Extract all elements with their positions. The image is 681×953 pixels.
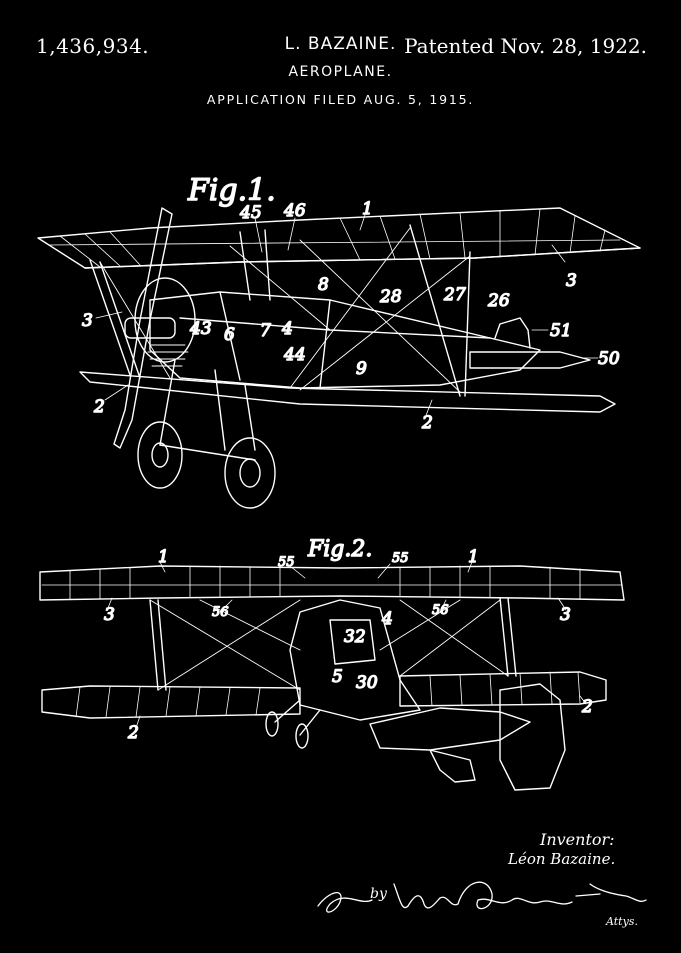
fig1-tailplane: [469, 351, 591, 369]
inventor-signature: Léon Bazaine.: [508, 850, 616, 868]
fig1-ref-6: 6: [224, 325, 235, 345]
fig2-fuselage: [289, 599, 421, 721]
fig2-leader-lines: [107, 561, 587, 729]
fig1-struts: [89, 224, 471, 397]
fig1-ref-3-left: 3: [82, 311, 93, 331]
fig2-lower-wing-left-ribs: [75, 686, 261, 718]
fig1-ref-9: 9: [356, 359, 367, 379]
fig2-rudder: [499, 683, 566, 791]
fig1-ref-44: 44: [283, 345, 306, 365]
fig2-lower-wing-right-ribs: [429, 671, 581, 707]
fig1-landing-gear: [137, 359, 276, 509]
fig1-lower-wing: [79, 371, 616, 413]
fig1-ref-2-left: 2: [93, 397, 105, 417]
fig1-leader-lines: [95, 214, 599, 419]
fig1-upper-wing-trailing: [84, 247, 641, 269]
fig1-ref-4: 4: [281, 319, 293, 339]
fig2-ref-1-right: 1: [468, 547, 479, 567]
fig1-ref-43: 43: [189, 319, 212, 339]
fig2-ref-30: 30: [356, 673, 378, 693]
patent-date: Patented Nov. 28, 1922.: [404, 34, 647, 58]
fig1-spinner: [124, 317, 176, 339]
fig1-ref-1: 1: [362, 199, 373, 219]
fig2-ref-56-left: 56: [212, 605, 229, 620]
fig2-cockpit: [329, 619, 376, 665]
fig2-ref-2-left: 2: [127, 723, 139, 743]
fig1-tail-fin: [494, 317, 531, 349]
fig1-ref-27: 27: [443, 285, 466, 305]
by-label: by: [370, 886, 387, 902]
fig1-ref-51: 51: [550, 321, 572, 341]
fig2-rudder-lower: [429, 749, 476, 783]
fig2-ref-3-left: 3: [104, 605, 115, 625]
fig2-bracing-wires: [149, 599, 509, 691]
fig1-engine-cowl: [134, 277, 196, 363]
fig2-label: Fig.2.: [307, 537, 372, 562]
figure-2-drawing: [39, 561, 625, 791]
fig1-ref-3-right: 3: [566, 271, 577, 291]
fig2-struts: [149, 597, 517, 691]
inventor-label: Inventor:: [540, 830, 615, 849]
fig2-upper-wing: [39, 565, 625, 601]
fig2-ref-32: 32: [344, 627, 366, 647]
fig1-label: Fig.1.: [187, 173, 276, 208]
fig2-ref-55-left: 55: [278, 555, 295, 570]
fig2-landing-gear: [265, 699, 321, 749]
fig1-ref-28: 28: [379, 287, 402, 307]
inventor-name: L. BAZAINE.: [284, 34, 397, 54]
fig1-ref-26: 26: [487, 291, 510, 311]
fig1-ref-50: 50: [598, 349, 620, 369]
fig1-ref-45: 45: [239, 203, 262, 223]
fig2-ref-4: 4: [381, 609, 393, 629]
fig1-ref-8: 8: [318, 275, 329, 295]
fig2-tailplane: [369, 707, 531, 751]
fig2-lower-wing-right: [399, 671, 607, 707]
fig1-upper-wing: [37, 207, 641, 269]
invention-title: AEROPLANE.: [288, 64, 393, 80]
fig1-ref-46: 46: [283, 201, 306, 221]
patent-number: 1,436,934.: [36, 34, 150, 58]
fig1-propeller: [113, 207, 173, 449]
filing-line: APPLICATION FILED AUG. 5, 1915.: [206, 92, 475, 107]
fig2-ref-55-right: 55: [392, 551, 409, 566]
fig2-ref-1-left: 1: [158, 547, 169, 567]
fig2-upper-wing-ribs: [41, 565, 623, 600]
fig1-ref-7: 7: [260, 321, 271, 341]
fig1-ref-2-right: 2: [421, 413, 433, 433]
fig2-ref-2-right: 2: [581, 697, 593, 717]
figure-1-drawing: [37, 207, 641, 509]
fig2-lower-wing-left: [41, 685, 301, 719]
attorneys-signature-scrawl: [317, 881, 647, 913]
fig2-ref-56-right: 56: [432, 603, 449, 618]
fig1-engine-cylinders: [147, 344, 189, 367]
fig1-upper-wing-ribs: [49, 208, 621, 268]
fig2-ref-3-right: 3: [560, 605, 571, 625]
fig1-bracing-wires: [99, 227, 471, 393]
attorneys-label: Attys.: [606, 915, 638, 928]
fig1-fuselage: [149, 291, 541, 389]
fig2-ref-5: 5: [332, 667, 343, 687]
